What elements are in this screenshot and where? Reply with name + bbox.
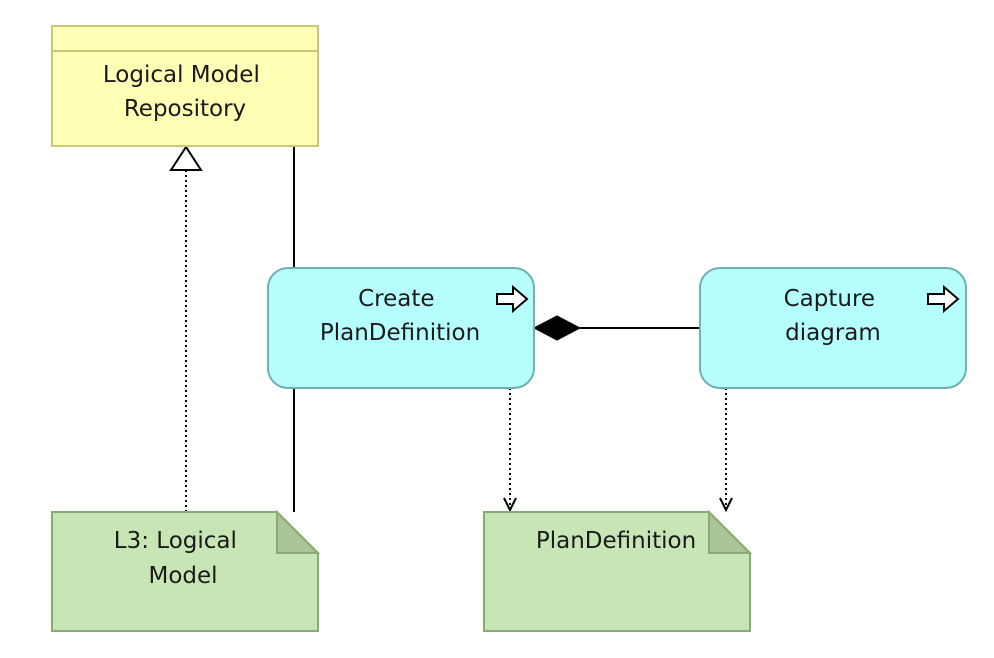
composition-connector[interactable] bbox=[532, 315, 700, 341]
open-arrowhead-icon bbox=[719, 497, 733, 513]
svg-text:Capture diagram: Capture diagram bbox=[784, 286, 883, 346]
repository-label-line-2: Repository bbox=[124, 96, 246, 122]
hollow-triangle-arrowhead bbox=[169, 145, 203, 171]
open-arrowhead-icon bbox=[503, 497, 517, 513]
access-connector-create[interactable] bbox=[503, 388, 517, 513]
logical-model-label-line-1: L3: Logical bbox=[114, 528, 237, 554]
capture-label-line-1: Capture bbox=[784, 286, 875, 312]
create-label-line-1: Create bbox=[358, 286, 434, 312]
svg-text:Logical Model Repository: Logical Model Repository bbox=[103, 62, 267, 122]
process-arrow-icon bbox=[927, 284, 960, 314]
logical-model-label-line-2: Model bbox=[148, 563, 217, 589]
access-connector-capture[interactable] bbox=[719, 388, 733, 513]
logical-model-artifact-node[interactable]: L3: Logical Model bbox=[51, 509, 321, 632]
plandefinition-label: PlanDefinition bbox=[536, 528, 696, 554]
plandefinition-artifact-node[interactable]: PlanDefinition bbox=[483, 509, 753, 632]
folded-corner-icon bbox=[708, 509, 753, 554]
folded-corner-icon bbox=[276, 509, 321, 554]
create-plandefinition-node[interactable]: Create PlanDefinition bbox=[267, 267, 535, 389]
svg-text:Create PlanDefinition: Create PlanDefinition bbox=[320, 286, 480, 346]
capture-label-line-2: diagram bbox=[785, 320, 881, 346]
repository-label-line-1: Logical Model bbox=[103, 62, 260, 88]
svg-text:L3: Logical Model: L3: Logical Model bbox=[114, 528, 244, 589]
svg-text:PlanDefinition: PlanDefinition bbox=[536, 528, 696, 554]
create-label-line-2: PlanDefinition bbox=[320, 320, 480, 346]
repository-node[interactable]: Logical Model Repository bbox=[51, 25, 319, 147]
filled-diamond-icon bbox=[532, 315, 582, 341]
capture-diagram-node[interactable]: Capture diagram bbox=[699, 267, 967, 389]
realization-connector[interactable] bbox=[169, 145, 203, 512]
process-arrow-icon bbox=[496, 284, 529, 314]
